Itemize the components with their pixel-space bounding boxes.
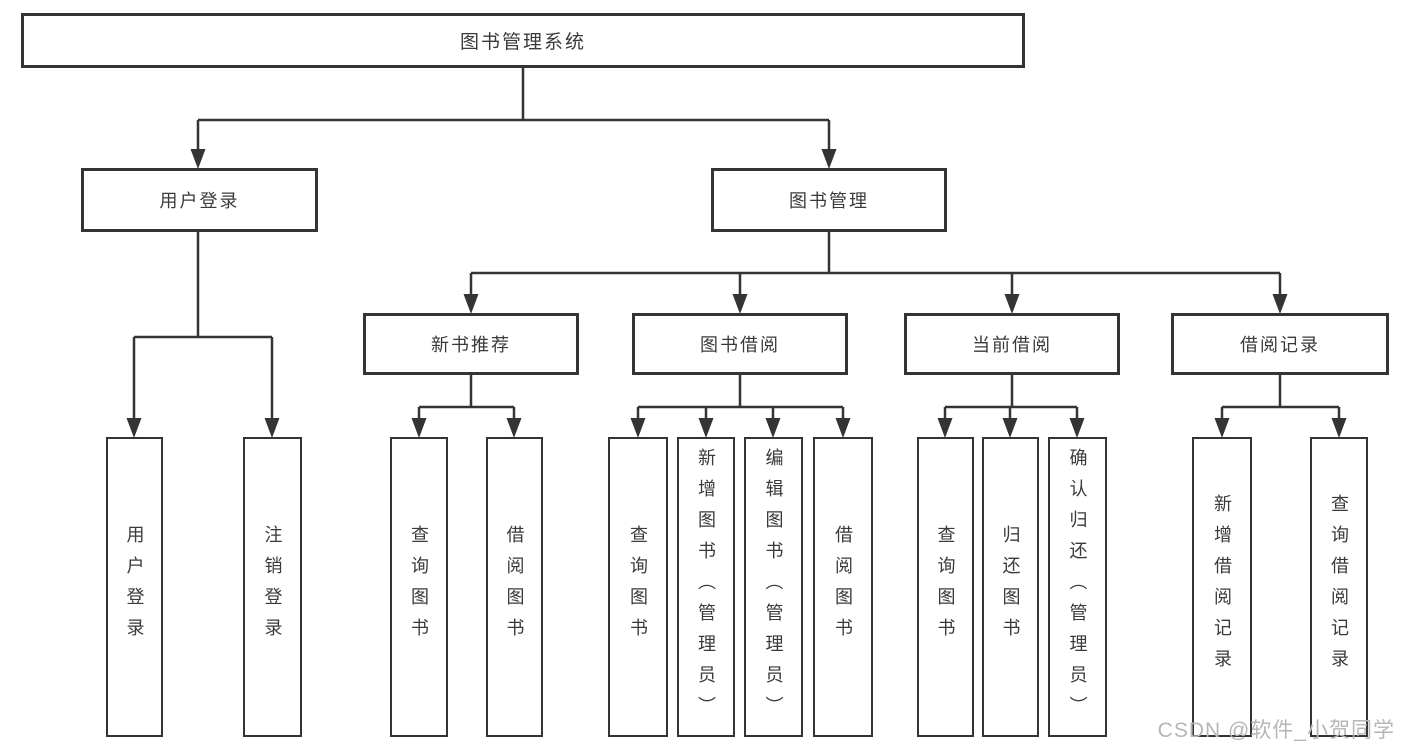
node-library-management-system: 图书管理系统 [21, 13, 1025, 68]
leaf-logout: 注销登录 [243, 437, 302, 737]
node-new-book-recommendation: 新书推荐 [363, 313, 579, 375]
leaf-label: 查询借阅记录 [1329, 494, 1349, 680]
leaf-add-borrow-record: 新增借阅记录 [1192, 437, 1252, 737]
leaf-add-books-admin: 新增图书（管理员） [677, 437, 735, 737]
node-book-management: 图书管理 [711, 168, 947, 232]
leaf-label: 查询图书 [409, 525, 429, 649]
leaf-borrow-books: 借阅图书 [813, 437, 873, 737]
node-borrowing-records: 借阅记录 [1171, 313, 1389, 375]
node-current-borrowing: 当前借阅 [904, 313, 1120, 375]
node-user-login: 用户登录 [81, 168, 318, 232]
leaf-label: 查询图书 [628, 525, 648, 649]
leaf-label: 编辑图书（管理员） [763, 447, 784, 727]
leaf-label: 借阅图书 [504, 525, 525, 649]
leaf-borrow-books: 借阅图书 [486, 437, 543, 737]
leaf-confirm-return-admin: 确认归还（管理员） [1048, 437, 1107, 737]
leaf-label: 新增图书（管理员） [696, 447, 716, 727]
leaf-label: 归还图书 [1000, 525, 1021, 649]
leaf-search-borrow-record: 查询借阅记录 [1310, 437, 1368, 737]
leaf-label: 注销登录 [262, 525, 283, 649]
leaf-search-books: 查询图书 [390, 437, 448, 737]
leaf-label: 新增借阅记录 [1212, 494, 1232, 680]
leaf-label: 借阅图书 [833, 525, 853, 649]
leaf-search-books: 查询图书 [608, 437, 668, 737]
csdn-watermark: CSDN @软件_小贺同学 [1157, 719, 1395, 742]
leaf-user-login: 用户登录 [106, 437, 163, 737]
leaf-return-books: 归还图书 [982, 437, 1039, 737]
leaf-label: 用户登录 [124, 525, 145, 649]
leaf-edit-books-admin: 编辑图书（管理员） [744, 437, 803, 737]
leaf-search-books: 查询图书 [917, 437, 974, 737]
leaf-label: 查询图书 [935, 525, 956, 649]
leaf-label: 确认归还（管理员） [1067, 447, 1088, 727]
node-book-borrowing: 图书借阅 [632, 313, 848, 375]
